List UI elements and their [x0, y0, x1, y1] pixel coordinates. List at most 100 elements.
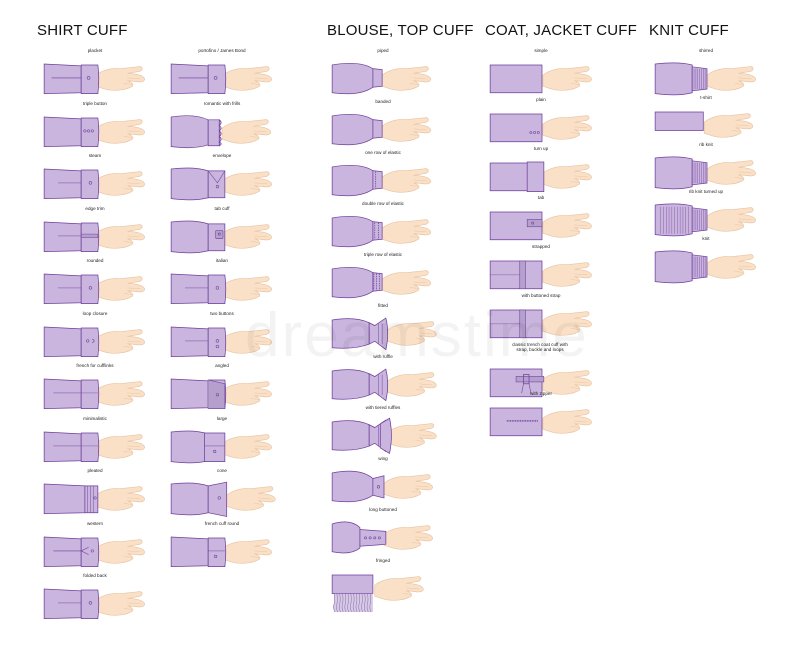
hand — [222, 381, 272, 406]
cuff-label: fringed — [375, 558, 391, 563]
cuff-illustration — [489, 113, 592, 143]
sleeve — [331, 62, 383, 95]
sleeve — [170, 481, 228, 517]
sleeve — [170, 167, 226, 201]
sleeve-body — [331, 420, 370, 451]
cuff-band — [207, 481, 228, 517]
cuff-item: tab — [486, 195, 636, 243]
hand — [95, 171, 145, 196]
cuff-illustration — [654, 111, 754, 138]
cuff-band — [359, 529, 387, 547]
cuff-band — [372, 272, 383, 292]
sleeve — [43, 273, 100, 305]
cuff-band — [372, 68, 383, 88]
hand-shape — [706, 66, 756, 91]
hand — [95, 328, 145, 354]
sleeve — [331, 215, 383, 248]
hand — [381, 219, 432, 244]
cuff-label: turn up — [533, 146, 549, 151]
button-icon — [533, 131, 536, 134]
cuff-illustration — [331, 368, 437, 402]
cuff-band — [80, 432, 100, 462]
cuff-illustration — [331, 470, 433, 503]
hand-shape — [95, 433, 145, 459]
cuff-illustration — [170, 114, 271, 148]
sleeve — [489, 407, 543, 437]
hand — [387, 321, 437, 346]
button-icon — [529, 131, 533, 134]
hand-shape — [95, 66, 145, 91]
cuff-label: double row of elastic — [362, 201, 404, 206]
cuff-band — [526, 161, 545, 193]
hand-shape — [542, 370, 592, 395]
hand-shape — [542, 66, 592, 91]
button-icon — [215, 338, 220, 343]
cuff-label: western — [86, 520, 104, 526]
hand — [222, 538, 272, 564]
sleeve — [331, 417, 392, 455]
section-heading: BLOUSE, TOP CUFF — [327, 22, 474, 39]
cuff-illustration — [331, 417, 437, 455]
cuff-band — [80, 379, 100, 410]
sleeve-body — [654, 62, 693, 96]
hand-shape — [222, 538, 272, 564]
hand — [706, 66, 756, 91]
sleeve — [43, 431, 100, 462]
cuff-band — [204, 432, 226, 462]
sleeve — [489, 368, 545, 398]
sleeve — [654, 250, 708, 284]
cuff-label: classic trench coat cuff with strap, buc… — [512, 342, 568, 353]
hand — [542, 311, 592, 336]
cuff-item: italian — [167, 258, 317, 306]
cuff-item: loop closure — [40, 311, 190, 359]
cuff-label: edge trim — [85, 205, 105, 211]
sleeve-body — [43, 326, 82, 357]
hand-shape — [222, 276, 272, 301]
hand — [542, 262, 592, 287]
hand — [95, 66, 145, 91]
hand — [542, 409, 592, 434]
hand-shape — [95, 276, 145, 301]
button-icon — [217, 496, 221, 500]
cuff-label: shirred — [698, 48, 714, 53]
button-icon — [376, 485, 381, 489]
cuff-illustration — [489, 211, 592, 241]
hand — [374, 576, 424, 601]
sleeve-body — [43, 63, 82, 95]
cuff-illustration — [170, 167, 272, 201]
sleeve-body — [170, 536, 209, 567]
hand-shape — [542, 311, 592, 336]
sleeve-body — [170, 482, 209, 516]
cuff-illustration — [43, 483, 145, 515]
sleeve — [331, 368, 389, 402]
sleeve-body — [43, 116, 82, 147]
sleeve — [489, 161, 545, 193]
cuff-label: tab cuff — [214, 205, 230, 211]
cuff-item: tab cuff — [167, 206, 317, 254]
cuff-item: rib knit — [651, 142, 800, 190]
hand — [706, 207, 756, 232]
cuff-item: fitted — [328, 303, 478, 351]
cuff-illustration — [654, 250, 756, 284]
cuff-illustration — [170, 430, 272, 463]
cuff-item: rib knit turned up — [651, 189, 800, 237]
button-icon — [536, 131, 540, 134]
cuff-label: italian — [215, 258, 228, 263]
button-icon — [377, 536, 381, 540]
hand-shape — [226, 486, 276, 511]
button-icon — [214, 554, 218, 558]
cuff-item: shirred — [651, 48, 800, 96]
hand-shape — [387, 372, 437, 397]
sleeve — [331, 164, 383, 197]
sleeve — [331, 113, 383, 146]
hand-shape — [374, 576, 424, 601]
button-icon — [215, 393, 220, 397]
cuff-item: strapped — [486, 244, 636, 292]
cuff-label: wing — [378, 456, 388, 461]
cuff-item: triple button — [40, 101, 190, 149]
sleeve — [654, 111, 704, 131]
hand-shape — [706, 254, 756, 279]
cuff-item: banded — [328, 99, 478, 147]
sleeve — [170, 273, 227, 305]
cuff-item: envelope — [167, 153, 317, 201]
